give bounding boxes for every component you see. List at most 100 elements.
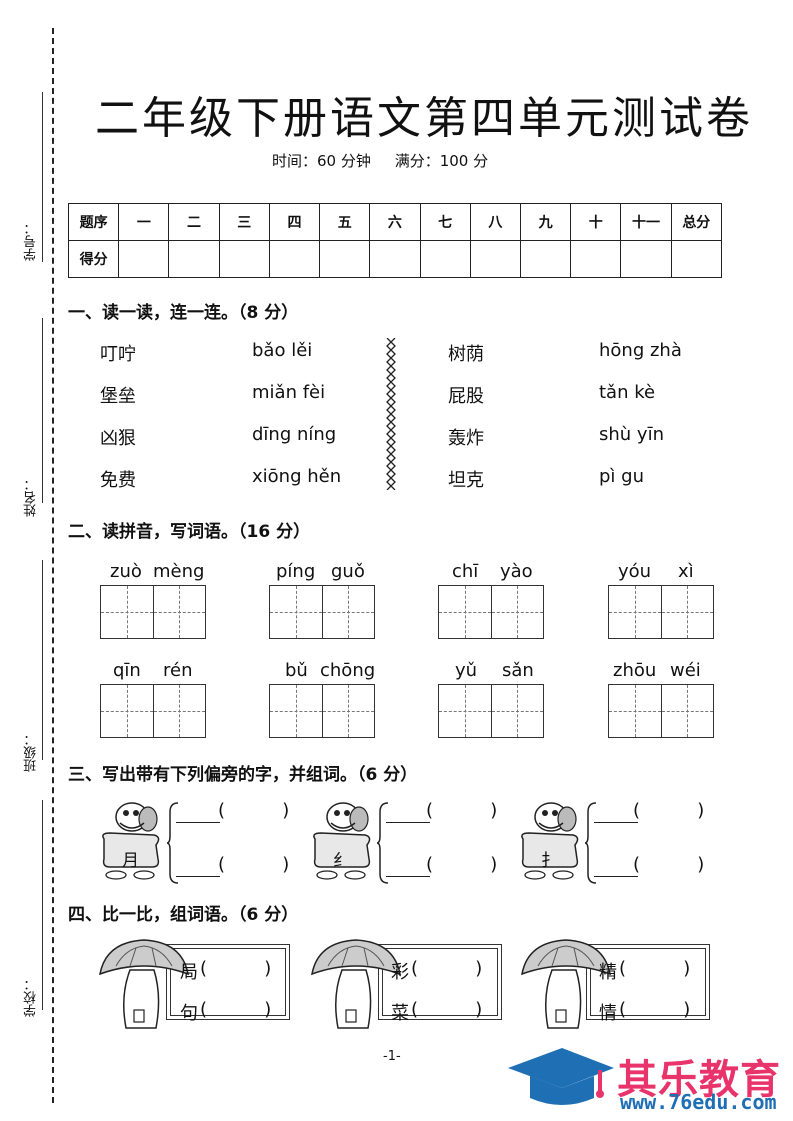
dog-mascot-icon (521, 802, 579, 880)
pinyin-syllable: yào (500, 561, 533, 582)
match-word[interactable]: 免费 (100, 470, 136, 491)
pinyin-syllable: wéi (670, 660, 701, 681)
match-word[interactable]: 树荫 (448, 344, 484, 365)
score-table: 题序 一 二 三 四 五 六 七 八 九 十 十一 总分 得分 (67, 203, 723, 278)
answer-paren[interactable]: ( ) (426, 854, 498, 875)
pinyin-syllable: yǔ (455, 660, 478, 681)
pinyin-syllable: bǔ (285, 660, 308, 681)
answer-paren[interactable]: ( ) (200, 999, 272, 1020)
compare-character: 菜 (391, 1003, 409, 1024)
answer-blank[interactable] (176, 822, 220, 823)
match-pinyin[interactable]: shù yīn (599, 424, 664, 445)
compare-character: 情 (599, 1003, 617, 1024)
page-title: 二年级下册语文第四单元测试卷 (95, 93, 753, 144)
radical-character: 纟 (333, 851, 350, 871)
logo-text: 其乐教育 (617, 1057, 781, 1103)
exam-subtitle: 时间：60 分钟 满分：100 分 (272, 152, 489, 170)
match-pinyin[interactable]: xiōng hěn (252, 466, 342, 487)
score-cell[interactable] (218, 240, 270, 278)
graduation-cap-icon (508, 1048, 614, 1105)
match-word[interactable]: 轰炸 (448, 428, 484, 449)
answer-paren[interactable]: ( ) (218, 800, 290, 821)
score-header-cell: 十一 (620, 203, 672, 241)
match-word[interactable]: 叮咛 (100, 344, 136, 365)
score-header-cell: 六 (369, 203, 421, 241)
answer-paren[interactable]: ( ) (200, 958, 272, 979)
score-cell[interactable] (319, 240, 371, 278)
answer-paren[interactable]: ( ) (426, 800, 498, 821)
name-line (42, 318, 43, 503)
class-label: 班级： (24, 733, 39, 772)
match-pinyin[interactable]: dīng níng (252, 424, 337, 445)
pinyin-syllable: zuò (110, 561, 142, 582)
score-header-cell: 题序 (67, 203, 120, 241)
score-table-header-row: 题序 一 二 三 四 五 六 七 八 九 十 十一 总分 (67, 203, 723, 241)
mushroom-icon (521, 939, 611, 1029)
match-word[interactable]: 凶狠 (100, 428, 136, 449)
match-pinyin[interactable]: pì gu (599, 466, 644, 487)
compare-character: 彩 (391, 962, 409, 983)
match-word[interactable]: 屁股 (448, 386, 484, 407)
answer-paren[interactable]: ( ) (619, 958, 691, 979)
match-pinyin[interactable]: bǎo lěi (252, 340, 313, 361)
pinyin-syllable: chī (452, 561, 479, 582)
section1-title: 一、读一读，连一连。（8 分） (68, 303, 299, 323)
logo-url: www.76edu.com (620, 1090, 777, 1114)
score-cell[interactable] (670, 240, 723, 278)
score-cell[interactable] (620, 240, 672, 278)
answer-blank[interactable] (594, 822, 638, 823)
score-cell[interactable] (118, 240, 170, 278)
match-word[interactable]: 坦克 (448, 470, 484, 491)
writing-grid[interactable] (608, 585, 714, 639)
answer-paren[interactable]: ( ) (633, 854, 705, 875)
pinyin-syllable: xì (678, 561, 694, 582)
compare-character: 局 (180, 962, 198, 983)
score-header-cell: 二 (168, 203, 220, 241)
writing-grid[interactable] (269, 585, 375, 639)
score-cell[interactable] (168, 240, 220, 278)
pinyin-syllable: qīn (113, 660, 141, 681)
score-cell[interactable] (369, 240, 421, 278)
pinyin-syllable: chōng (320, 660, 376, 681)
answer-blank[interactable] (386, 822, 430, 823)
writing-grid[interactable] (608, 684, 714, 738)
score-cell[interactable] (519, 240, 572, 278)
mushroom-icon (99, 939, 189, 1029)
match-pinyin[interactable]: hōng zhà (599, 340, 682, 361)
school-line (42, 800, 43, 1010)
score-cell[interactable] (268, 240, 321, 278)
writing-grid[interactable] (100, 585, 206, 639)
match-pinyin[interactable]: miǎn fèi (252, 382, 326, 403)
writing-grid[interactable] (438, 684, 544, 738)
score-header-cell: 四 (268, 203, 321, 241)
writing-grid[interactable] (100, 684, 206, 738)
answer-paren[interactable]: ( ) (633, 800, 705, 821)
score-cell[interactable] (570, 240, 622, 278)
score-header-cell: 总分 (670, 203, 723, 241)
answer-blank[interactable] (594, 876, 638, 877)
score-header-cell: 十 (570, 203, 622, 241)
pinyin-syllable: guǒ (331, 561, 365, 582)
answer-paren[interactable]: ( ) (218, 854, 290, 875)
section2-title: 二、读拼音，写词语。（16 分） (68, 522, 311, 542)
pinyin-syllable: mèng (153, 561, 205, 582)
radical-character: 月 (122, 851, 139, 871)
word-box (586, 944, 710, 1020)
score-cell[interactable] (419, 240, 471, 278)
match-word[interactable]: 堡垒 (100, 386, 136, 407)
writing-grid[interactable] (269, 684, 375, 738)
answer-paren[interactable]: ( ) (411, 999, 483, 1020)
radical-character: 扌 (541, 851, 558, 871)
answer-paren[interactable]: ( ) (411, 958, 483, 979)
score-table-score-row: 得分 (67, 240, 723, 278)
student-id-line (42, 92, 43, 262)
dog-mascot-icon (313, 802, 371, 880)
match-pinyin[interactable]: tǎn kè (599, 382, 656, 403)
answer-blank[interactable] (386, 876, 430, 877)
answer-blank[interactable] (176, 876, 220, 877)
writing-grid[interactable] (438, 585, 544, 639)
brace-icon (376, 802, 389, 884)
score-header-cell: 七 (419, 203, 471, 241)
answer-paren[interactable]: ( ) (619, 999, 691, 1020)
score-cell[interactable] (469, 240, 521, 278)
